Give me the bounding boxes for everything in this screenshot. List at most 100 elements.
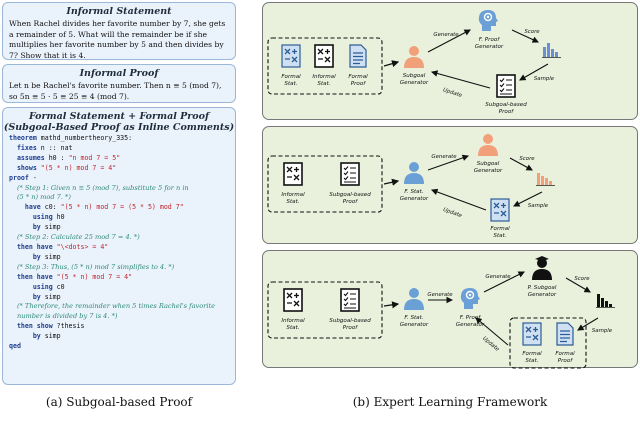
row3-generator1-label-2: Generator <box>400 322 429 328</box>
row2-update-edge <box>430 188 487 211</box>
row2-subgoal-proof-icon <box>340 162 360 186</box>
row2-input1-label-2: Stat. <box>286 199 299 205</box>
code-line: assumes h0 : "n mod 7 = 5" <box>9 153 121 162</box>
row3-informal-statement-icon <box>283 288 303 312</box>
proof-code: theorem mathd_numbertheory_335: fixes n … <box>3 133 235 352</box>
row2-score-chart-icon <box>536 172 556 186</box>
row3-score-edge <box>565 277 591 293</box>
row1-update-label: Update <box>442 87 463 99</box>
formal-proof-subtitle: (Subgoal-Based Proof as Inline Comments) <box>3 122 235 133</box>
row1-score-edge <box>511 29 539 43</box>
row1-output-label-2: Proof <box>499 109 515 115</box>
row1-generate-label: Generate <box>433 32 459 38</box>
caption-a: (a) Subgoal-based Proof <box>45 395 193 409</box>
row3-subgoal-proof-icon <box>340 288 360 312</box>
row2-sample-label: Sample <box>528 203 549 209</box>
code-line: number is divided by 7 is 4. *) <box>16 312 118 321</box>
caption-b: (b) Expert Learning Framework <box>352 395 548 409</box>
row2-input-arrow <box>383 178 400 186</box>
row1-sample-edge <box>519 63 549 81</box>
informal-proof-text: Let n be Rachel's favorite number. Then … <box>9 81 222 101</box>
stat-generator-icon <box>404 162 424 184</box>
code-line: (* Step 3: Thus, (5 * n) mod 7 simplifie… <box>16 262 175 271</box>
informal-statement-title: Informal Statement <box>66 6 172 17</box>
row1-target-label-1: F. Proof <box>479 37 501 43</box>
row2-generate-label: Generate <box>431 154 457 160</box>
code-line: by simp <box>9 252 61 261</box>
subgoal-proof-icon <box>496 74 516 98</box>
row2-target-label-2: Generator <box>474 168 503 174</box>
row2-input2-label-1: Subgoal-based <box>329 192 371 198</box>
row3-input1-label-1: Informal <box>281 318 305 324</box>
code-line: shows "(5 * n) mod 7 = 4" <box>9 163 117 172</box>
row1-generate-edge <box>427 29 471 53</box>
code-line: theorem mathd_numbertheory_335: <box>9 134 133 142</box>
row1-update-edge <box>430 70 491 89</box>
informal-proof-panel: Informal Proof Let n be Rachel's favorit… <box>2 64 236 103</box>
row2-input1-label-1: Informal <box>281 192 305 198</box>
code-line: using c0 <box>9 282 65 291</box>
row3-output2-label-1: Formal <box>555 351 575 357</box>
row1-formal-stat-label-2: Stat. <box>284 81 297 87</box>
row3-input-arrow <box>383 301 400 309</box>
code-line: then show ?thesis <box>9 322 85 331</box>
formal-proof-panel: Formal Statement + Formal Proof (Subgoal… <box>2 107 236 385</box>
row3-generate-edge-2 <box>483 271 525 293</box>
row1-informal-stat-label-1: Informal <box>312 74 336 80</box>
row3-generator2-label-1: F. Proof <box>460 315 482 321</box>
row3-update-edge <box>475 317 509 346</box>
row3-formal-proof-icon <box>556 322 574 346</box>
code-line: by simp <box>9 332 61 341</box>
informal-proof-title: Informal Proof <box>79 68 159 79</box>
code-line: (5 * n) mod 7. *) <box>16 193 71 202</box>
row1-target-label-2: Generator <box>475 44 504 50</box>
row1-output-label-1: Subgoal-based <box>485 102 527 108</box>
row2-formal-statement-icon <box>490 198 510 222</box>
row3-input2-label-1: Subgoal-based <box>329 318 371 324</box>
row1-input-group <box>267 37 383 95</box>
code-line: by simp <box>9 223 61 232</box>
formal-proof-icon <box>349 44 367 68</box>
row3-score-chart-icon <box>596 293 616 308</box>
formal-proof-title: Formal Statement + Formal Proof <box>28 111 210 122</box>
row3-sample-edge <box>577 317 599 331</box>
row2-update-label: Update <box>442 207 463 220</box>
code-line: (* Step 1: Given n ≡ 5 (mod 7), substitu… <box>16 183 189 192</box>
row3-sample-label: Sample <box>592 328 613 334</box>
row3-generator1-label-1: F. Stat. <box>404 315 423 321</box>
row3-output1-label-2: Stat. <box>525 358 538 364</box>
row3-generator2-label-2: Generator <box>456 322 485 328</box>
row1-input-arrow <box>383 60 400 68</box>
row3-stat-generator-icon <box>404 288 424 310</box>
row1-informal-stat-label-2: Stat. <box>317 81 330 87</box>
row1-score-chart-icon <box>542 42 562 58</box>
subgoal-generator-icon <box>404 46 424 68</box>
code-line: then have "\<dots> = 4" <box>9 242 109 251</box>
row3-generate-label-2: Generate <box>485 274 511 280</box>
row1-formal-stat-label-1: Formal <box>281 74 301 80</box>
row2-sample-edge <box>513 191 543 207</box>
row2-informal-statement-icon <box>283 162 303 186</box>
row3-output-group <box>509 317 587 369</box>
code-line: proof - <box>9 173 37 182</box>
row1-sample-label: Sample <box>534 76 555 82</box>
code-line: qed <box>9 342 21 351</box>
row1-formal-proof-label-1: Formal <box>348 74 368 80</box>
row3-update-label: Update <box>481 336 500 354</box>
row1-formal-proof-label-2: Proof <box>351 81 367 87</box>
code-line: fixes n :: nat <box>9 143 73 152</box>
proof-generator-icon <box>478 9 499 32</box>
row1-generator-label-1: Subgoal <box>403 73 426 79</box>
formal-statement-icon <box>281 44 301 68</box>
row2-score-edge <box>509 157 533 171</box>
row1-generator-label-2: Generator <box>400 80 429 86</box>
row2-generator-label-1: F. Stat. <box>404 189 423 195</box>
row3-formal-statement-icon <box>522 322 542 346</box>
code-line: by simp <box>9 292 61 301</box>
informal-statement-panel: Informal Statement When Rachel divides h… <box>2 2 236 60</box>
row2-generator-label-2: Generator <box>400 196 429 202</box>
row2-subgoal-generator-icon <box>478 134 498 156</box>
code-line: then have "(5 * n) mod 7 = 4" <box>9 272 133 281</box>
row2-target-label-1: Subgoal <box>477 161 500 167</box>
